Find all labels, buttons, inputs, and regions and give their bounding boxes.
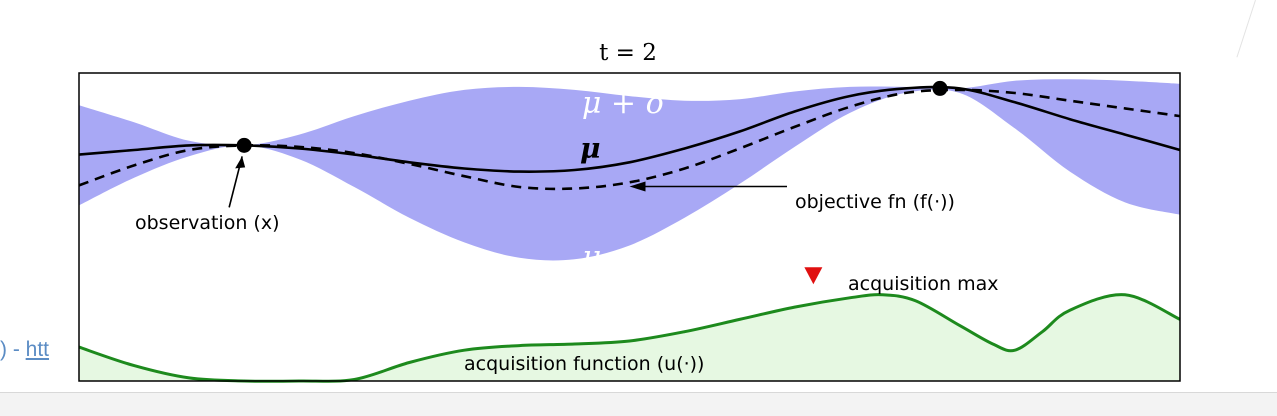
confidence-band — [79, 79, 1180, 261]
chart-title: t = 2 — [599, 40, 657, 66]
band-lower-label: μ − σ — [582, 240, 668, 275]
truncated-link-fragment: ) - htt — [0, 338, 49, 362]
observation-point-1 — [236, 137, 252, 153]
band-upper-label: μ + σ — [582, 86, 668, 121]
acquisition-function-label: acquisition function (u(·)) — [464, 353, 704, 375]
acquisition-fill — [79, 294, 1180, 382]
fragment-prefix: ) - — [0, 338, 26, 361]
bayesian-optimization-chart: t = 2 μ + σ μ − σ μ observation (x) objectiv… — [78, 40, 1181, 383]
observation-label: observation (x) — [135, 212, 279, 234]
mean-line — [78, 85, 1181, 173]
truncated-link[interactable]: htt — [25, 338, 50, 361]
observation-arrowhead — [235, 156, 246, 169]
bottom-bar — [0, 392, 1277, 416]
objective-label: objective fn (f(·)) — [795, 191, 955, 213]
acquisition-max-marker — [804, 267, 823, 285]
objective-arrowhead — [629, 181, 646, 192]
acquisition-max-label: acquisition max — [848, 273, 998, 295]
plot-frame — [78, 72, 1181, 382]
observation-point-2 — [932, 80, 948, 96]
mean-label: μ — [580, 132, 601, 165]
